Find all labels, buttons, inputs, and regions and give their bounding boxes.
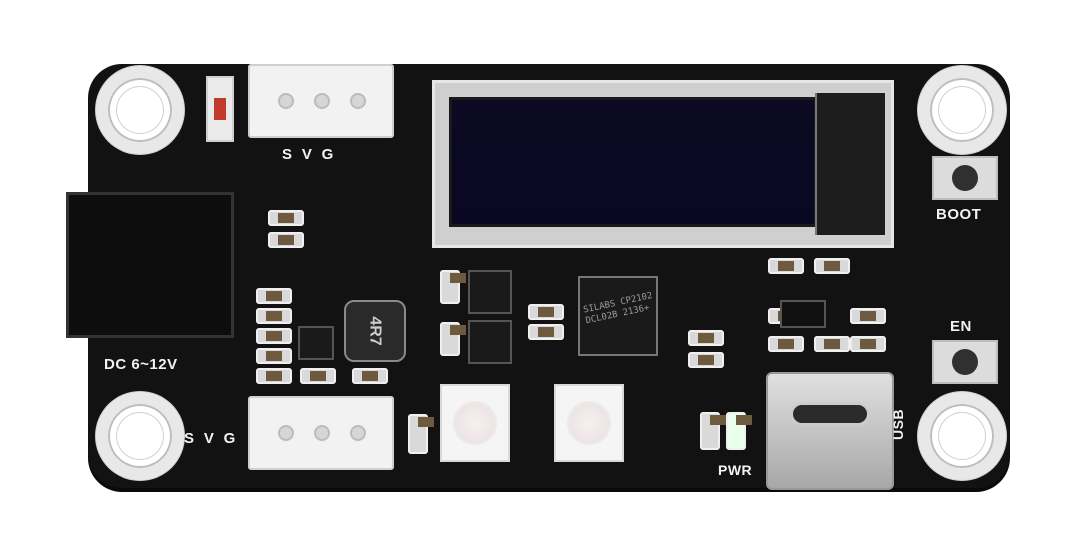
smd-component xyxy=(352,368,388,384)
inductor-marking: 4R7 xyxy=(366,316,384,346)
oled-screen xyxy=(449,97,817,227)
smd-component xyxy=(256,348,292,364)
rgb-led-1 xyxy=(440,384,510,462)
smd-component xyxy=(850,336,886,352)
usb-uart-chip: SILABS CP2102 DCL02B 2136+ xyxy=(578,276,658,356)
mounting-hole-top-left xyxy=(96,66,184,154)
connector-pin xyxy=(314,425,330,441)
bottom-3pin-connector xyxy=(248,396,394,470)
smd-component xyxy=(440,270,466,304)
boot-button-cap xyxy=(952,165,978,191)
dc-input-label: DC 6~12V xyxy=(104,356,178,373)
en-button[interactable] xyxy=(932,340,998,384)
smd-component xyxy=(268,210,304,226)
top-connector-label: S V G xyxy=(282,146,334,163)
red-component xyxy=(206,76,234,142)
smd-component xyxy=(814,258,850,274)
pwr-label: PWR xyxy=(718,462,753,478)
rgb-led-2 xyxy=(554,384,624,462)
connector-pin xyxy=(314,93,330,109)
connector-pin xyxy=(350,425,366,441)
connector-pin xyxy=(350,93,366,109)
smd-component xyxy=(850,308,886,324)
smd-component xyxy=(814,336,850,352)
usb-c-opening xyxy=(790,402,870,426)
smd-component xyxy=(688,352,724,368)
transistor xyxy=(468,270,512,314)
bottom-connector-label: S V G xyxy=(184,430,236,447)
small-ic xyxy=(298,326,334,360)
connector-pin xyxy=(278,425,294,441)
top-3pin-connector xyxy=(248,64,394,138)
smd-component xyxy=(256,288,292,304)
boot-label: BOOT xyxy=(936,206,982,223)
smd-component xyxy=(688,330,724,346)
smd-component xyxy=(268,232,304,248)
chip-marking: SILABS CP2102 DCL02B 2136+ xyxy=(582,291,654,327)
smd-component xyxy=(528,304,564,320)
mounting-hole-bottom-left xyxy=(96,392,184,480)
mounting-hole-top-right xyxy=(918,66,1006,154)
smd-component xyxy=(256,368,292,384)
smd-component xyxy=(408,414,434,454)
oled-flex-cable xyxy=(815,93,885,235)
oled-display-module xyxy=(432,80,894,248)
en-button-cap xyxy=(952,349,978,375)
smd-component xyxy=(256,308,292,324)
inductor: 4R7 xyxy=(344,300,406,362)
smd-component xyxy=(768,258,804,274)
transistor xyxy=(468,320,512,364)
smd-component xyxy=(528,324,564,340)
usb-c-port[interactable] xyxy=(766,372,894,490)
smd-component xyxy=(300,368,336,384)
pwr-led xyxy=(726,412,752,450)
en-label: EN xyxy=(950,318,972,335)
mounting-hole-bottom-right xyxy=(918,392,1006,480)
usb-label: USB xyxy=(890,408,906,440)
connector-pin xyxy=(278,93,294,109)
smd-component xyxy=(700,412,726,450)
smd-component xyxy=(440,322,466,356)
boot-button[interactable] xyxy=(932,156,998,200)
smd-component xyxy=(768,336,804,352)
diode xyxy=(780,300,826,328)
smd-component xyxy=(256,328,292,344)
dc-barrel-jack xyxy=(66,192,234,338)
